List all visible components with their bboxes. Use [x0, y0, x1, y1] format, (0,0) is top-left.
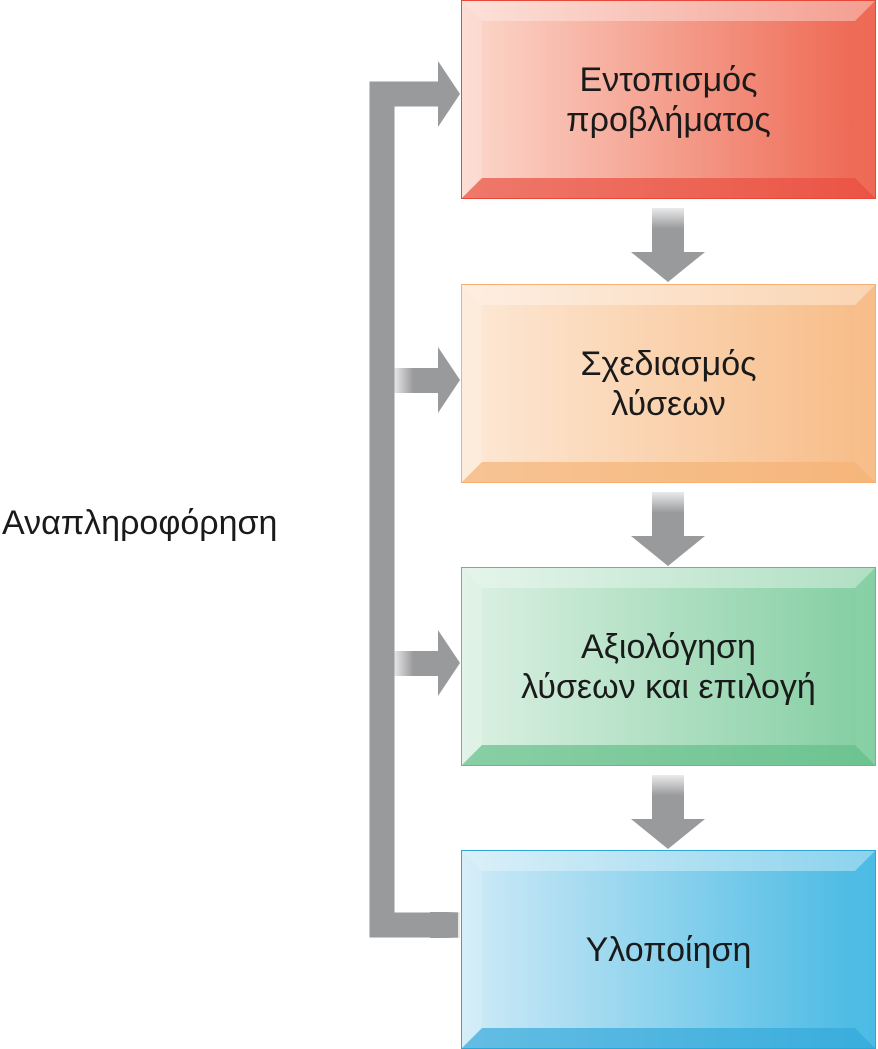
- down-arrowhead: [631, 252, 705, 282]
- down-arrowhead: [631, 819, 705, 849]
- feedback-branch: [392, 368, 440, 393]
- down-arrow-shaft: [652, 208, 684, 254]
- feedback-arrowhead: [438, 630, 460, 696]
- step-face: Αξιολόγηση λύσεων και επιλογή: [483, 587, 854, 746]
- feedback-label: Αναπληροφόρηση: [2, 504, 278, 542]
- down-arrow-shaft: [652, 775, 684, 821]
- step-bevel: [461, 567, 876, 766]
- feedback-branch: [392, 651, 440, 676]
- step-design-solutions: Σχεδιασμός λύσεων: [461, 284, 876, 483]
- step-label: Αξιολόγηση λύσεων και επιλογή: [521, 627, 816, 706]
- step-implementation: Υλοποίηση: [461, 850, 876, 1049]
- feedback-loop-line: [369, 81, 458, 938]
- feedback-loop-fade: [430, 912, 460, 938]
- step-bevel: [461, 850, 876, 1049]
- step-face: Υλοποίηση: [483, 870, 854, 1029]
- step-identify-problem: Εντοπισμός προβλήματος: [461, 0, 876, 199]
- step-label: Σχεδιασμός λύσεων: [580, 344, 757, 423]
- down-arrow-shaft: [652, 492, 684, 538]
- step-bevel: [461, 284, 876, 483]
- step-face: Σχεδιασμός λύσεων: [483, 304, 854, 463]
- step-face: Εντοπισμός προβλήματος: [483, 20, 854, 179]
- step-label: Υλοποίηση: [585, 930, 752, 969]
- feedback-arrowhead: [438, 61, 460, 127]
- step-label: Εντοπισμός προβλήματος: [566, 60, 771, 139]
- step-bevel: [461, 0, 876, 199]
- down-arrowhead: [631, 536, 705, 566]
- step-evaluate-solutions: Αξιολόγηση λύσεων και επιλογή: [461, 567, 876, 766]
- feedback-arrowhead: [438, 347, 460, 413]
